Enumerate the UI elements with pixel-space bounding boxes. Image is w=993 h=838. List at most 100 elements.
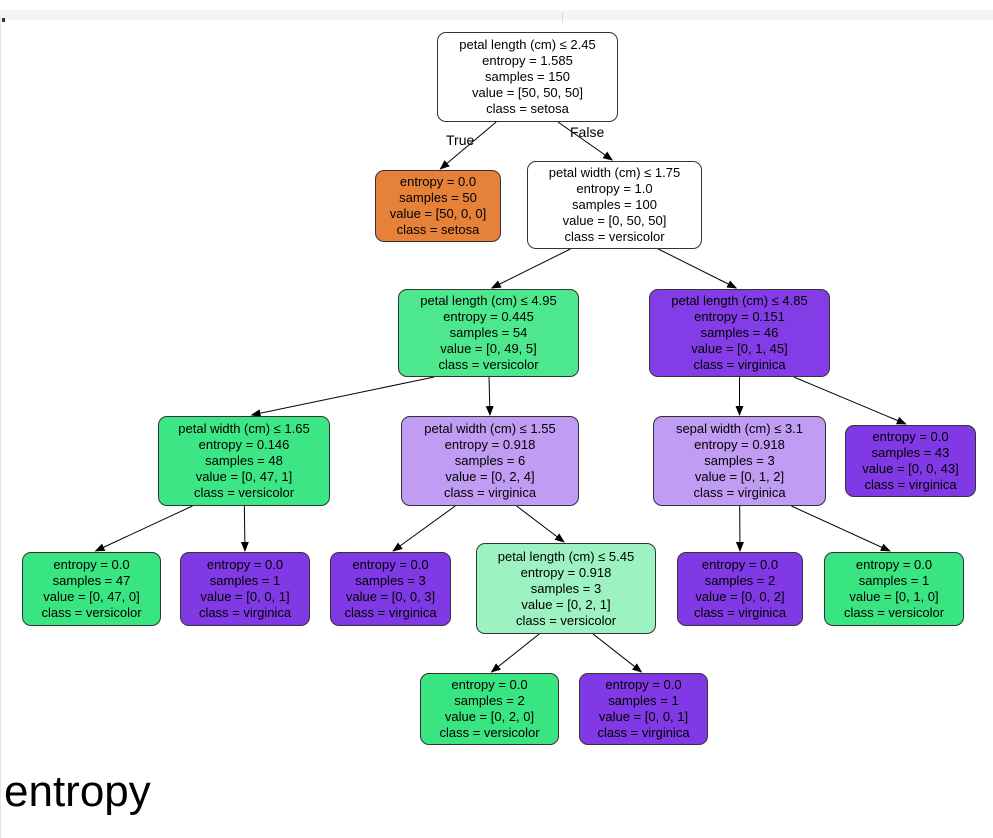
node-line: class = virginica [344, 605, 437, 620]
node-line: value = [0, 1, 45] [691, 341, 788, 356]
node-line: samples = 48 [205, 453, 283, 468]
tree-edge-n2-n4 [658, 248, 738, 289]
node-line: class = versicolor [438, 357, 539, 372]
criterion-caption: entropy [4, 767, 151, 816]
node-line: entropy = 0.151 [694, 309, 785, 324]
node-line: class = setosa [486, 101, 569, 116]
tree-edge-n3-n5 [250, 376, 435, 418]
node-line: entropy = 0.0 [855, 557, 933, 572]
node-line: entropy = 0.0 [206, 557, 284, 572]
cursor-marker [2, 18, 5, 22]
node-line: samples = 6 [454, 453, 526, 468]
node-line: petal width (cm) ≤ 1.75 [548, 165, 681, 180]
node-line: class = versicolor [41, 605, 142, 620]
tree-edge-n0-n1 [439, 121, 497, 170]
node-line: value = [0, 1, 0] [849, 589, 939, 604]
node-line: class = versicolor [193, 485, 295, 500]
node-line: class = versicolor [515, 612, 617, 628]
node-line: entropy = 0.0 [451, 677, 528, 692]
node-line: petal length (cm) ≤ 4.95 [420, 293, 557, 308]
node-line: entropy = 0.918 [694, 437, 785, 452]
node-line: value = [0, 2, 1] [521, 596, 611, 612]
node-line: samples = 3 [704, 453, 775, 468]
true-edge-label: True [446, 132, 475, 148]
node-line: sepal width (cm) ≤ 3.1 [675, 421, 804, 436]
node-line: samples = 1 [608, 693, 679, 708]
tree-edge-n7-n14 [791, 505, 891, 552]
node-line: petal length (cm) ≤ 2.45 [459, 37, 596, 52]
tree-edge-n12-n15 [490, 633, 540, 673]
toolbar-divider [562, 13, 563, 23]
tree-edge-n4-n8 [793, 376, 907, 425]
tree-edge-n0-n2 [557, 121, 614, 161]
node-line: class = virginica [198, 605, 292, 620]
tree-edges [94, 121, 907, 673]
node-line: value = [50, 0, 0] [389, 206, 487, 221]
node-line: value = [50, 50, 50] [472, 85, 583, 100]
node-line: entropy = 0.146 [198, 437, 290, 452]
tree-edge-n2-n3 [490, 248, 571, 289]
node-line: class = virginica [693, 357, 786, 372]
node-line: entropy = 0.0 [605, 677, 682, 692]
node-line: entropy = 0.0 [53, 557, 130, 572]
node-line: class = virginica [864, 477, 957, 492]
node-line: value = [0, 2, 4] [445, 469, 535, 484]
top-toolbar-strip [0, 10, 993, 20]
tree-edge-n6-n12 [516, 505, 565, 543]
node-line: samples = 2 [704, 573, 776, 588]
node-line: samples = 150 [485, 69, 570, 84]
node-line: value = [0, 47, 1] [195, 469, 293, 484]
tree-edge-n5-n9 [94, 505, 193, 552]
node-line: class = versicolor [439, 725, 540, 740]
node-line: entropy = 0.918 [444, 437, 536, 452]
node-line: petal length (cm) ≤ 4.85 [671, 293, 808, 308]
tree-edge-n12-n16 [592, 633, 643, 673]
node-line: samples = 46 [700, 325, 779, 340]
node-line: class = virginica [597, 725, 690, 740]
node-line: petal width (cm) ≤ 1.55 [424, 421, 556, 436]
node-line: entropy = 0.0 [701, 557, 779, 572]
node-line: petal length (cm) ≤ 5.45 [497, 548, 635, 564]
node-line: entropy = 1.0 [576, 181, 653, 196]
node-line: samples = 3 [355, 573, 426, 588]
node-line: entropy = 0.0 [399, 174, 477, 189]
node-line: value = [0, 0, 2] [695, 589, 785, 604]
node-line: samples = 1 [858, 573, 930, 588]
node-line: entropy = 0.918 [520, 564, 612, 580]
node-line: value = [0, 0, 1] [598, 709, 689, 724]
node-line: entropy = 0.0 [872, 429, 949, 444]
tree-edge-n5-n10 [240, 505, 249, 552]
node-line: value = [0, 0, 1] [200, 589, 290, 604]
node-line: samples = 54 [449, 325, 528, 340]
node-line: value = [0, 47, 0] [43, 589, 140, 604]
node-line: entropy = 1.585 [482, 53, 573, 68]
node-line: value = [0, 1, 2] [694, 469, 785, 484]
node-line: value = [0, 0, 3] [345, 589, 436, 604]
node-line: samples = 100 [572, 197, 657, 212]
node-line: value = [0, 0, 43] [862, 461, 959, 476]
node-line: class = virginica [693, 485, 786, 500]
node-line: value = [0, 2, 0] [444, 709, 535, 724]
node-line: samples = 3 [530, 580, 602, 596]
tree-edge-n3-n6 [485, 376, 494, 416]
tree-edge-n6-n11 [392, 505, 456, 552]
node-line: entropy = 0.0 [352, 557, 429, 572]
left-border [0, 18, 1, 838]
false-edge-label: False [570, 124, 605, 140]
node-line: entropy = 0.445 [443, 309, 534, 324]
node-line: class = versicolor [843, 605, 945, 620]
